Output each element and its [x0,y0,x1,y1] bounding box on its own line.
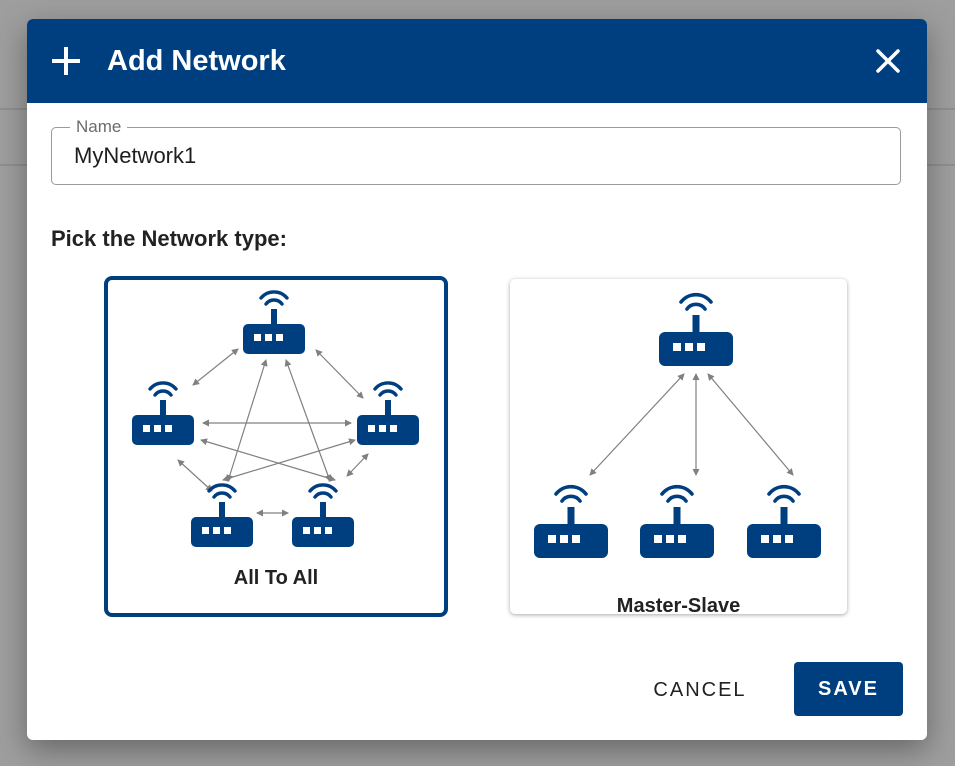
name-field-label: Name [70,117,128,137]
all-to-all-network-icon [130,290,421,549]
dialog-title: Add Network [107,45,286,77]
close-icon[interactable] [873,46,903,76]
name-input[interactable] [74,140,874,172]
master-slave-network-icon [532,292,823,560]
plus-icon [52,47,80,75]
name-field: Name [51,117,901,185]
all-to-all-label: All To All [233,567,319,589]
master-slave-label: Master-Slave [616,595,741,617]
dialog-header: Add Network [27,19,927,103]
save-button[interactable]: SAVE [794,662,903,716]
network-type-master-slave-card[interactable]: Master-Slave [510,279,847,617]
network-type-prompt: Pick the Network type: [51,226,287,251]
cancel-button[interactable]: CANCEL [635,664,765,716]
add-network-dialog: Add Network Name Pick the Network type: [27,19,927,740]
network-type-all-to-all-card[interactable]: All To All [104,276,448,617]
